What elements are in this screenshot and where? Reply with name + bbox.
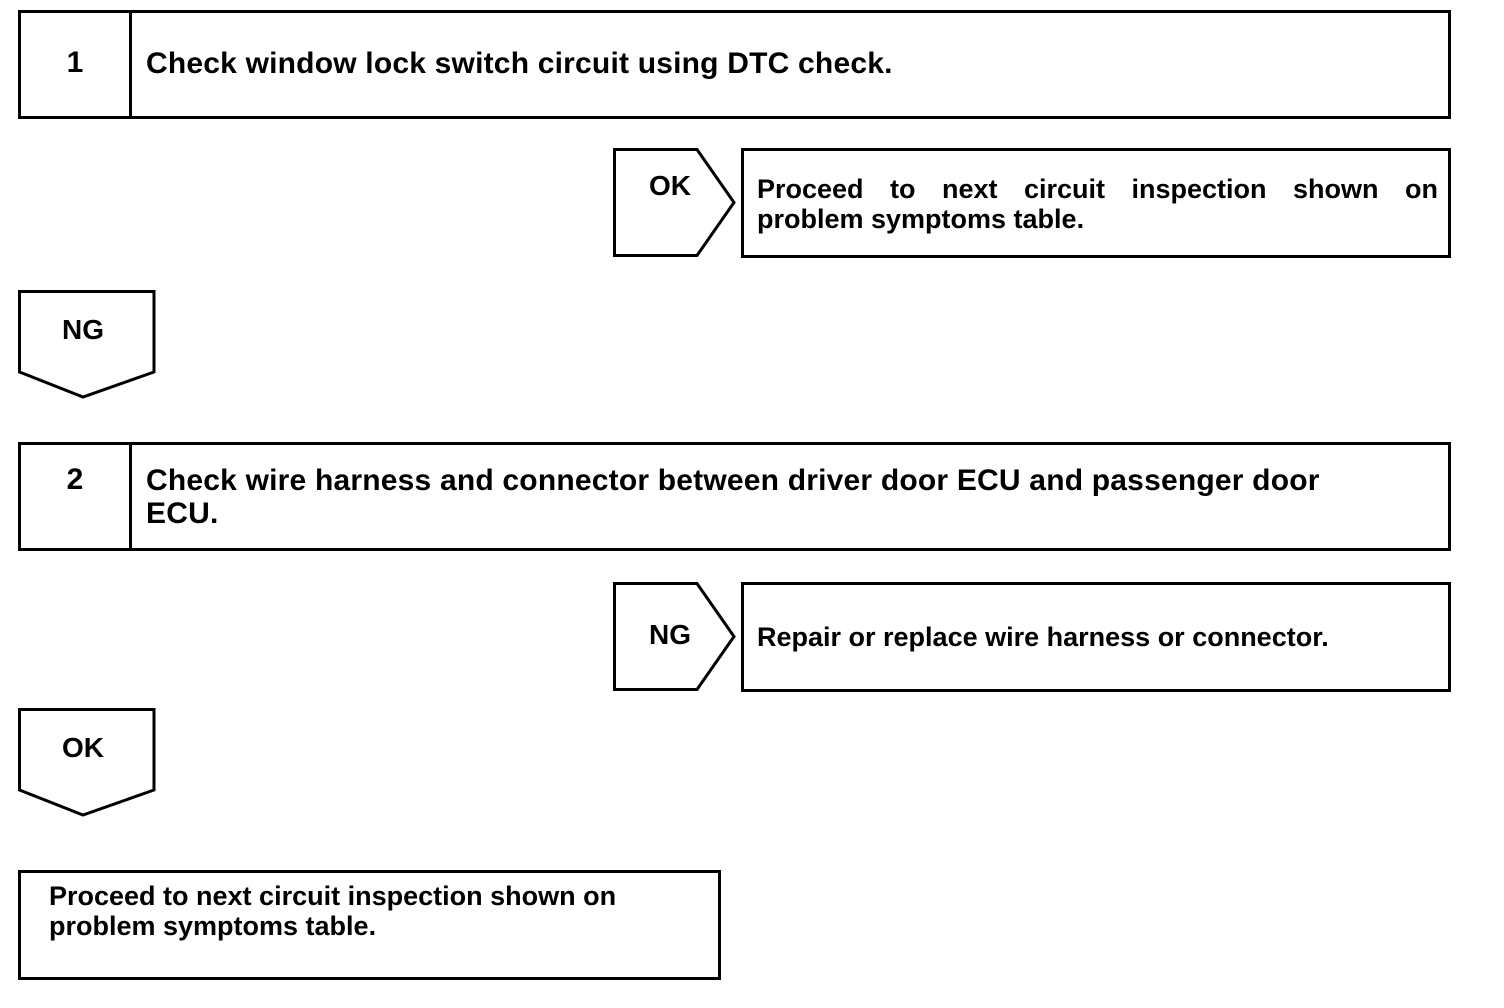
step-1-side-result-box: Proceed to next circuit inspection shown… (741, 148, 1451, 258)
step-1-down-arrow (18, 290, 156, 399)
step-2-side-result-text: Repair or replace wire harness or connec… (757, 622, 1329, 652)
step-1-down-label: NG (62, 314, 104, 345)
final-result-box: Proceed to next circuit inspection shown… (18, 870, 721, 980)
step-1-side-arrow (613, 148, 736, 257)
step-2-down-arrow (18, 708, 156, 817)
step-1-text: Check window lock switch circuit using D… (146, 47, 893, 80)
step-2-number: 2 (21, 445, 132, 548)
step-1-box: 1 Check window lock switch circuit using… (18, 10, 1451, 119)
step-1-side-label: OK (649, 170, 691, 201)
step-2-text: Check wire harness and connector between… (146, 464, 1320, 530)
step-2-side-result-box: Repair or replace wire harness or connec… (741, 582, 1451, 692)
step-1-number: 1 (21, 13, 132, 116)
step-2-box: 2 Check wire harness and connector betwe… (18, 442, 1451, 551)
final-result-text: Proceed to next circuit inspection shown… (49, 881, 617, 941)
step-2-down-label: OK (62, 732, 104, 763)
step-2-side-arrow (613, 582, 736, 691)
step-2-side-label: NG (649, 619, 691, 650)
step-1-side-result-text: Proceed to next circuit inspection shown… (757, 174, 1438, 234)
